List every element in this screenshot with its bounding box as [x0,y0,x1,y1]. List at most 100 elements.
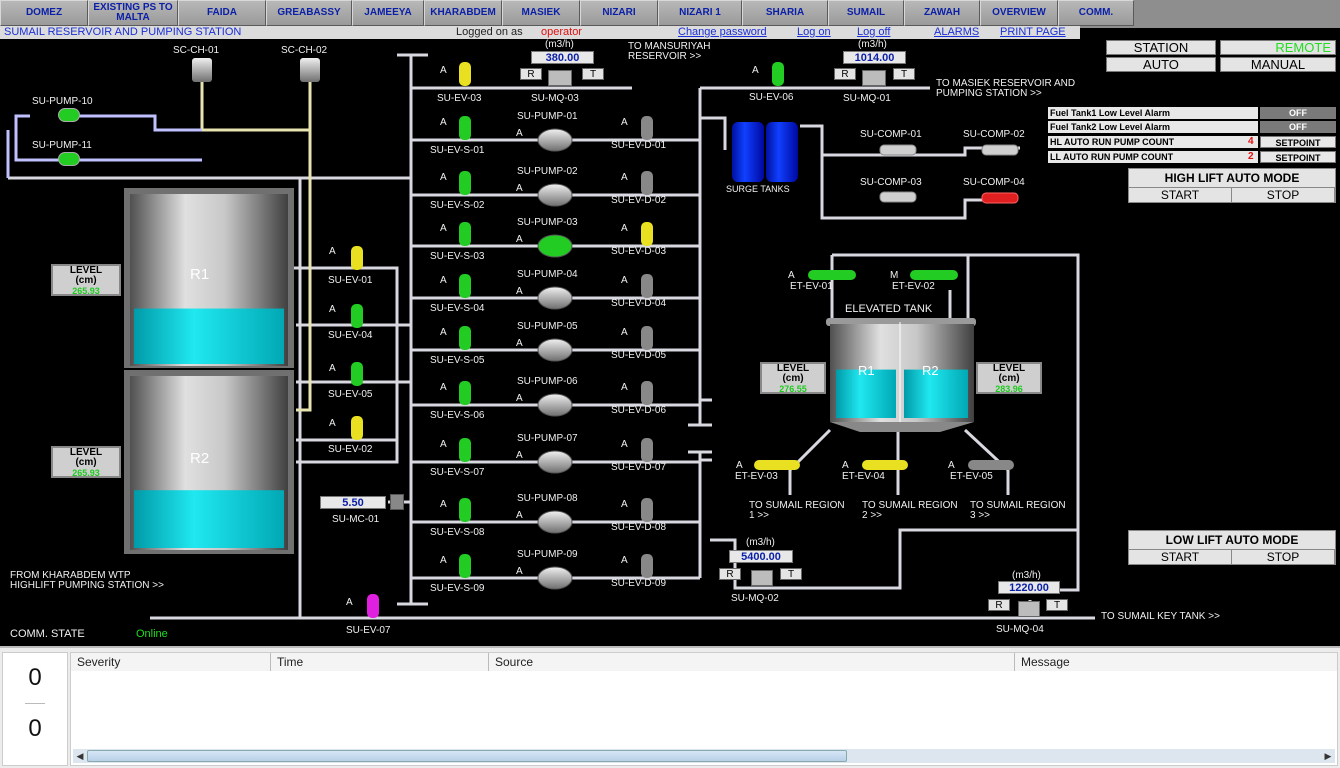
su-pump-7-icon[interactable] [537,450,573,474]
su-pump-3-icon[interactable] [537,234,573,258]
mq04-t-button[interactable]: T [1046,599,1068,611]
manual-button[interactable]: MANUAL [1220,57,1336,72]
ev-d-7-valve-icon[interactable] [641,438,653,462]
print-page-link[interactable]: PRINT PAGE [1000,26,1066,38]
pump-11-icon[interactable] [58,152,80,166]
su-ev-02-valve-icon[interactable] [351,416,363,440]
mq01-t-button[interactable]: T [893,68,915,80]
tab-existing-ps-to-malta[interactable]: EXISTING PS TO MALTA [88,0,178,26]
tab-faida[interactable]: FAIDA [178,0,266,26]
high-lift-start-button[interactable]: START [1129,188,1232,202]
su-ev-06-valve-icon[interactable] [772,62,784,86]
alarm-horizontal-scrollbar[interactable]: ◀ ▶ [73,749,1335,763]
tab-comm[interactable]: COMM. [1058,0,1134,26]
et-ev-01-valve-icon[interactable] [808,270,856,280]
su-mc-01-meter-icon[interactable] [390,494,404,510]
ev-d-8-valve-icon[interactable] [641,498,653,522]
low-lift-auto-mode-box: LOW LIFT AUTO MODE START STOP [1128,530,1336,565]
col-severity[interactable]: Severity [71,653,271,671]
et-ev-05-valve-icon[interactable] [968,460,1014,470]
ev-d-6-valve-icon[interactable] [641,381,653,405]
su-ev-07-valve-icon[interactable] [367,594,379,618]
su-mq-03-meter-icon[interactable] [548,70,572,86]
et-ev-04-mode: A [842,460,849,471]
ev-s-7-valve-icon[interactable] [459,438,471,462]
tab-sharia[interactable]: SHARIA [742,0,828,26]
su-pump-1-icon[interactable] [537,128,573,152]
auto-button[interactable]: AUTO [1106,57,1216,72]
et-ev-04-valve-icon[interactable] [862,460,908,470]
ev-s-4-valve-icon[interactable] [459,274,471,298]
su-mq-02-meter-icon[interactable] [751,570,773,586]
ev-s-6-valve-icon[interactable] [459,381,471,405]
et-r1-level-title: LEVEL [776,363,810,374]
col-message[interactable]: Message [1015,653,1337,671]
ev-s-9-valve-icon[interactable] [459,554,471,578]
su-mq-04-meter-icon[interactable] [1018,601,1040,617]
su-ev-03-valve-icon[interactable] [459,62,471,86]
et-ev-03-valve-icon[interactable] [754,460,800,470]
et-ev-02-valve-icon[interactable] [910,270,958,280]
tab-jameeya[interactable]: JAMEEYA [352,0,424,26]
su-pump-8-icon[interactable] [537,510,573,534]
ev-s-8-valve-icon[interactable] [459,498,471,522]
tab-kharabdem[interactable]: KHARABDEM [424,0,502,26]
change-password-link[interactable]: Change password [678,26,767,38]
ev-d-5-valve-icon[interactable] [641,326,653,350]
mq04-r-button[interactable]: R [988,599,1010,611]
log-on-link[interactable]: Log on [797,26,831,38]
su-ev-05-valve-icon[interactable] [351,362,363,386]
su-ev-05-label: SU-EV-05 [328,389,373,400]
low-lift-start-button[interactable]: START [1129,550,1232,564]
et-ev-03-label: ET-EV-03 [735,471,778,482]
pump-10-icon[interactable] [58,108,80,122]
su-pump-5-icon[interactable] [537,338,573,362]
mq02-r-button[interactable]: R [719,568,741,580]
tab-nizari-1[interactable]: NIZARI 1 [658,0,742,26]
ll-setpoint-button[interactable]: SETPOINT [1260,151,1336,163]
ev-d-9-valve-icon[interactable] [641,554,653,578]
low-lift-stop-button[interactable]: STOP [1232,550,1335,564]
tab-greabassy[interactable]: GREABASSY [266,0,352,26]
high-lift-stop-button[interactable]: STOP [1232,188,1335,202]
ev-d-3-valve-icon[interactable] [641,222,653,246]
tab-domez[interactable]: DOMEZ [0,0,88,26]
su-pump-6-icon[interactable] [537,393,573,417]
scroll-left-icon[interactable]: ◀ [76,751,84,761]
alarms-link[interactable]: ALARMS [934,26,980,38]
su-ev-01-valve-icon[interactable] [351,246,363,270]
tab-masiek[interactable]: MASIEK [502,0,580,26]
ev-s-2-valve-icon[interactable] [459,171,471,195]
ev-s-5-valve-icon[interactable] [459,326,471,350]
tab-sumail[interactable]: SUMAIL [828,0,904,26]
su-pump-4-icon[interactable] [537,286,573,310]
tab-overview[interactable]: OVERVIEW [980,0,1058,26]
mq01-r-button[interactable]: R [834,68,856,80]
col-time[interactable]: Time [271,653,489,671]
fuel-tank2-alarm-status: OFF [1260,121,1336,133]
su-mq-01-meter-icon[interactable] [862,70,886,86]
ev-d-4-valve-icon[interactable] [641,274,653,298]
mq03-r-button[interactable]: R [520,68,542,80]
tab-nizari[interactable]: NIZARI [580,0,658,26]
ev-s-1-valve-icon[interactable] [459,116,471,140]
to-key-tank-label: TO SUMAIL KEY TANK >> [1101,611,1220,622]
su-pump-2-icon[interactable] [537,183,573,207]
alarm-count-top: 0 [28,664,42,691]
hl-setpoint-button[interactable]: SETPOINT [1260,136,1336,148]
mq03-t-button[interactable]: T [582,68,604,80]
tab-zawah[interactable]: ZAWAH [904,0,980,26]
ev-d-2-valve-icon[interactable] [641,171,653,195]
scroll-right-icon[interactable]: ▶ [1324,751,1332,761]
ev-d-5-mode: A [621,327,628,338]
ev-d-1-valve-icon[interactable] [641,116,653,140]
et-r1-level-box: LEVEL (cm) 276.55 [760,362,826,394]
scroll-thumb[interactable] [87,750,847,762]
log-off-link[interactable]: Log off [857,26,891,38]
ev-s-3-valve-icon[interactable] [459,222,471,246]
su-ev-04-valve-icon[interactable] [351,304,363,328]
su-pump-9-icon[interactable] [537,566,573,590]
col-source[interactable]: Source [489,653,1015,671]
et-ev-01-label: ET-EV-01 [790,281,833,292]
mq02-t-button[interactable]: T [780,568,802,580]
